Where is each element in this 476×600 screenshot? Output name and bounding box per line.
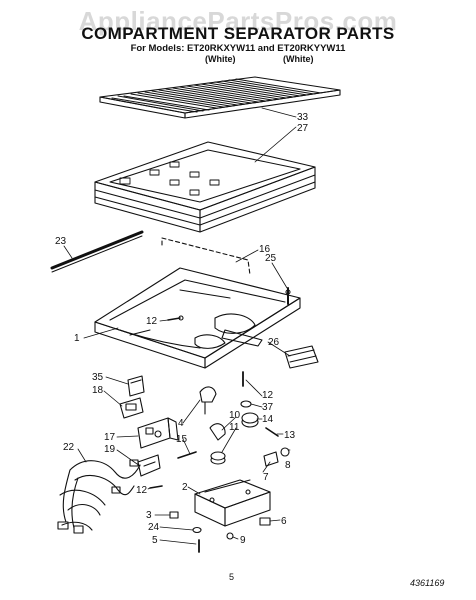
- model-color-2: (White): [283, 54, 314, 64]
- part-9-screw: [226, 532, 234, 540]
- callout-33: 33: [297, 112, 309, 123]
- callout-17: 17: [104, 432, 116, 443]
- callout-8: 8: [285, 460, 291, 471]
- callout-9: 9: [240, 535, 246, 546]
- leader-lines: [63, 107, 297, 545]
- callout-12-b: 12: [262, 390, 274, 401]
- part-14-knob: [241, 412, 259, 428]
- callout-12-c: 12: [136, 485, 148, 496]
- part-4-thermostat: [199, 386, 217, 415]
- callout-15: 15: [176, 434, 188, 445]
- callout-24: 24: [148, 522, 160, 533]
- callout-13: 13: [284, 430, 296, 441]
- part-19-switch-housing: [137, 454, 161, 477]
- part-11-knob: [210, 451, 226, 465]
- part-1-compartment-separator: [94, 267, 301, 369]
- part-22-wiring-harness: [57, 459, 141, 534]
- part-2-mounting-tray: [194, 479, 271, 527]
- part-10-control: [209, 423, 226, 441]
- callout-25: 25: [265, 253, 277, 264]
- part-23-gasket-strip: [50, 230, 144, 273]
- callout-22: 22: [63, 442, 75, 453]
- part-8-clip: [280, 447, 290, 457]
- part-37-washer: [240, 400, 252, 408]
- diagram-title: COMPARTMENT SEPARATOR PARTS: [81, 24, 395, 43]
- part-35-cover: [127, 375, 145, 397]
- callout-2: 2: [182, 482, 188, 493]
- callout-23: 23: [55, 236, 67, 247]
- part-27-separator-cover: [94, 141, 316, 233]
- callout-16: 16: [259, 244, 271, 255]
- callout-6: 6: [281, 516, 287, 527]
- document-number: 4361169: [410, 578, 445, 588]
- callout-labels: 33 27 23 16 25 1 12 26 35 18 12 37 14 10…: [55, 112, 309, 546]
- callout-27: 27: [297, 123, 309, 134]
- part-12-screw-c: [149, 485, 163, 489]
- part-7-lamp-socket: [263, 451, 279, 467]
- part-18-bracket: [119, 397, 144, 419]
- part-24-spacer: [192, 526, 202, 534]
- part-6-connector: [259, 517, 271, 526]
- part-33-grille: [99, 76, 341, 119]
- model-color-1: (White): [205, 54, 236, 64]
- callout-12-a: 12: [146, 316, 158, 327]
- callout-14: 14: [262, 414, 274, 425]
- callout-10: 10: [229, 410, 241, 421]
- callout-11: 11: [229, 422, 240, 433]
- callout-7: 7: [263, 472, 269, 483]
- page-number: 5: [229, 572, 235, 582]
- callout-3: 3: [146, 510, 152, 521]
- part-26-tape: [284, 345, 319, 369]
- part-15-capillary: [177, 451, 197, 459]
- callout-37: 37: [262, 402, 274, 413]
- model-numbers: For Models: ET20RKXYW11 and ET20RKYYW11: [130, 43, 346, 54]
- part-12-screw-a: [167, 315, 184, 321]
- part-17-control-housing: [137, 417, 179, 449]
- part-13-screw: [265, 427, 279, 437]
- part-3-fastener: [169, 511, 179, 519]
- callout-35: 35: [92, 372, 104, 383]
- callout-4: 4: [178, 418, 184, 429]
- callout-18: 18: [92, 385, 104, 396]
- callout-1: 1: [74, 333, 80, 344]
- callout-19: 19: [104, 444, 116, 455]
- callout-26: 26: [268, 337, 280, 348]
- watermark: AppliancePartsPros.com: [78, 6, 398, 36]
- part-25-screw: [285, 287, 291, 305]
- part-16-insulation-outline: [161, 237, 251, 276]
- callout-5: 5: [152, 535, 158, 546]
